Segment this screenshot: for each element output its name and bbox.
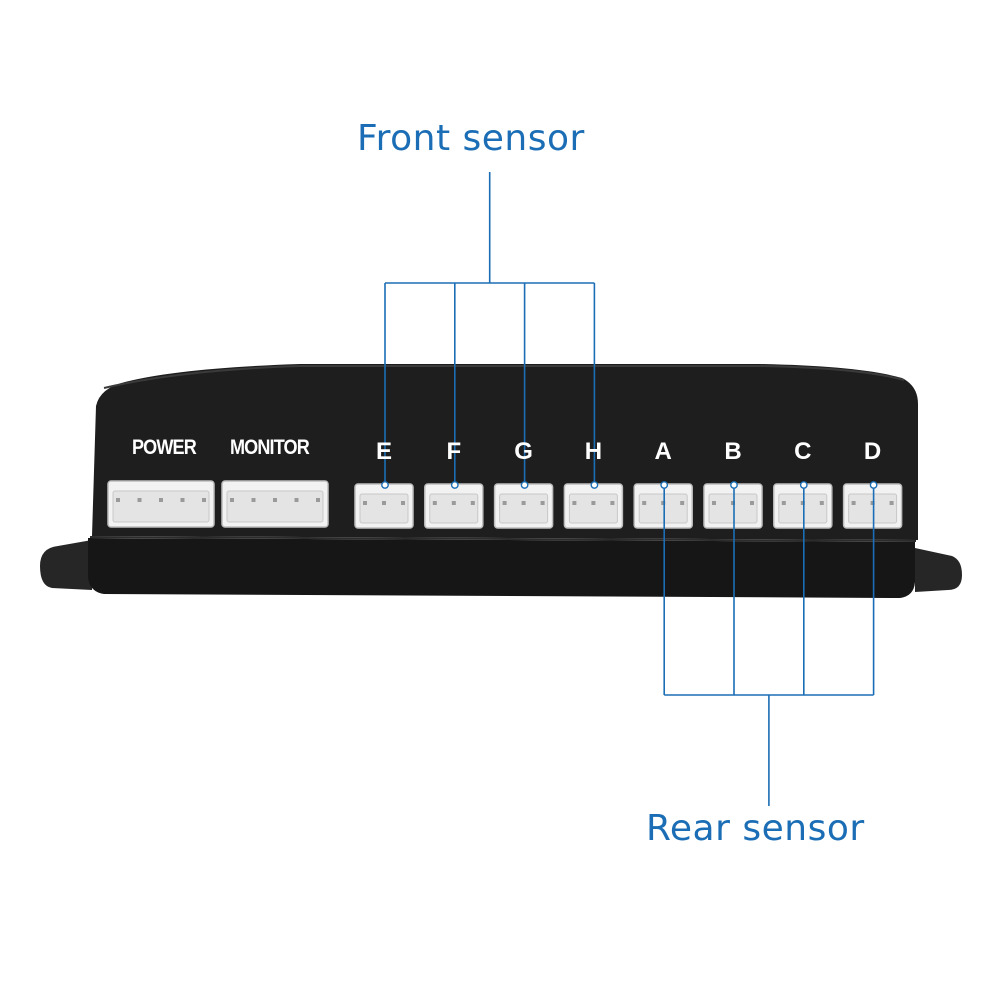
lid-edge-highlight (103, 365, 905, 389)
front-sensor-label: Front sensor (357, 118, 585, 159)
sensor-connector-h (563, 483, 624, 529)
front-callout-dot-g (520, 481, 529, 489)
rear-callout-dot-b (730, 481, 738, 489)
sensor-connector-a (633, 483, 693, 529)
sensor-port-label-a: A (654, 438, 672, 465)
power-port-label: POWER (132, 436, 197, 459)
housing-lower (88, 538, 915, 598)
sensor-port-label-d: D (863, 438, 882, 465)
sensor-connector-b (703, 483, 763, 529)
rear-sensor-label: Rear sensor (646, 808, 865, 849)
sensor-connector-f (424, 483, 484, 529)
front-callout-dot-f (450, 481, 459, 489)
sensor-port-label-b: B (724, 438, 742, 465)
monitor-port-label: MONITOR (230, 436, 310, 459)
mounting-tab-right (915, 548, 962, 592)
front-callout-dot-h (590, 481, 599, 489)
sensor-port-label-e: E (375, 438, 392, 465)
sensor-port-label-f: F (446, 438, 462, 465)
housing-seam (89, 536, 917, 542)
sensor-port-label-c: C (794, 438, 812, 465)
mounting-tab-left (40, 540, 92, 590)
front-callout-dot-e (381, 481, 389, 489)
power-connector (107, 480, 215, 528)
sensor-port-label-h: H (584, 438, 603, 465)
sensor-connector-d (842, 483, 903, 529)
monitor-connector (221, 480, 329, 528)
rear-callout-dot-a (660, 481, 669, 489)
rear-callout-dot-c (799, 481, 808, 489)
sensor-connector-g (493, 483, 554, 529)
sensor-connector-c (773, 483, 833, 529)
rear-callout-dot-d (869, 481, 878, 489)
sensor-connector-e (354, 483, 414, 529)
sensor-port-label-g: G (514, 438, 533, 465)
